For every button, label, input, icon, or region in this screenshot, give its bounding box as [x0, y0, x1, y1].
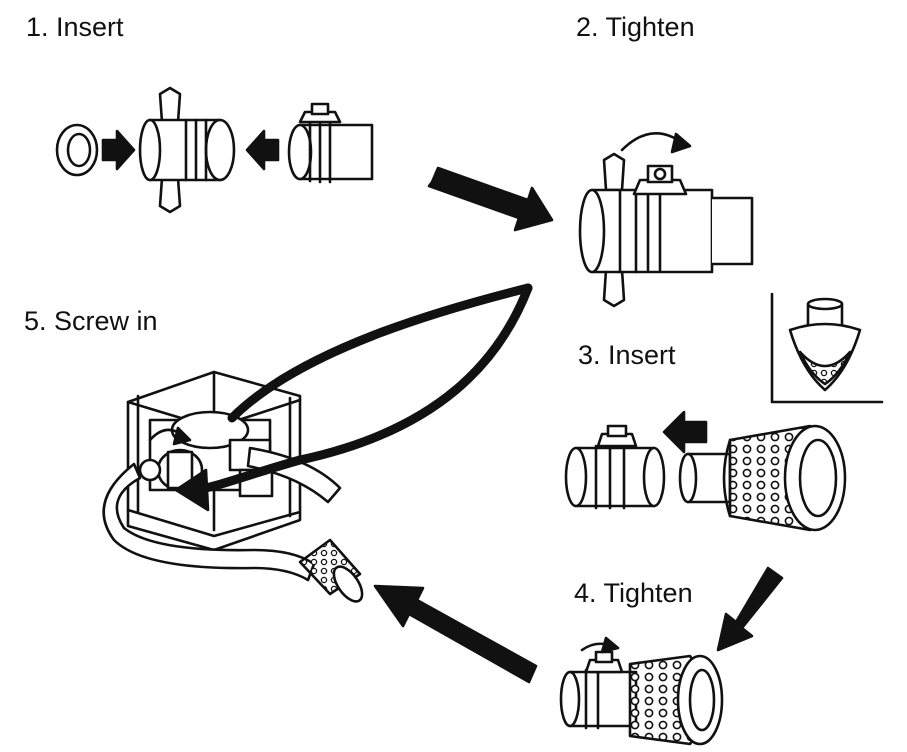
arrow-step2-to-step5-head: [174, 468, 210, 512]
arrow-step2-to-step5: [227, 283, 533, 423]
step5-suction-hose: [102, 462, 316, 582]
step4-strainer-on-hose: [559, 650, 724, 746]
arrow-step3-to-step4: [716, 566, 784, 652]
step2-tightened-coupling: [578, 152, 754, 308]
step1-gasket: [55, 123, 99, 177]
arrow-step2-to-step5-return: [191, 283, 533, 495]
step-4-label: 4. Tighten: [574, 578, 693, 608]
step5-screw-arrowhead: [172, 426, 192, 446]
arrow-step1-to-step2: [427, 166, 554, 232]
step3-hose-with-clamp: [564, 424, 666, 510]
step-3-label: 3. Insert: [578, 340, 676, 370]
step3-arrow-left: [662, 410, 708, 454]
step1-hose-with-clamp: [287, 102, 374, 184]
strainer-inset: [770, 292, 884, 404]
arrow-step4-to-step5: [373, 584, 538, 684]
step5-strainer: [298, 538, 364, 603]
step2-rotate-arrowhead: [670, 132, 692, 154]
step-2-label: 2. Tighten: [576, 12, 695, 42]
step1-arrow-left: [245, 129, 280, 171]
step1-coupling: [138, 86, 236, 214]
step3-strainer: [678, 424, 847, 532]
step4-rotate-arrowhead: [600, 636, 620, 654]
step-5-label: 5. Screw in: [24, 306, 158, 336]
step-1-label: 1. Insert: [26, 12, 124, 42]
step1-arrow-right: [101, 129, 136, 171]
